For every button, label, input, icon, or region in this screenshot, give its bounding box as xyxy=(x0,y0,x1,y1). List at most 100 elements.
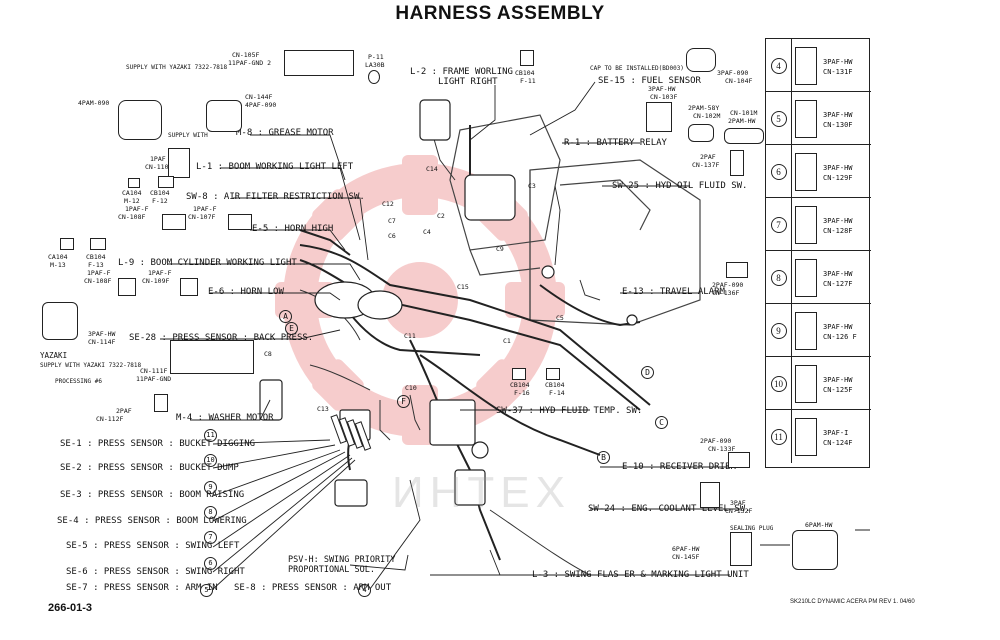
cn101m-label: CN-101M xyxy=(730,109,758,117)
callout-se5: SE-5 : PRESS SENSOR : SWING LEFT xyxy=(66,541,240,551)
panel-connector-5 xyxy=(795,100,817,138)
callout-m8: M-8 : GREASE MOTOR xyxy=(236,128,334,138)
panel-l2-4: CN-131F xyxy=(823,68,853,76)
supply-yazaki2-label: SUPPLY WITH YAZAKI 7322-7818 xyxy=(40,362,142,369)
f12-label: F-12 xyxy=(152,197,168,205)
paff2-label: 1PAF-F xyxy=(193,205,217,213)
mark-c15: C15 xyxy=(457,283,469,291)
paff1-label: 1PAF-F xyxy=(125,205,149,213)
connector-cn103f xyxy=(646,102,672,132)
cn103f-label: CN-103F xyxy=(650,93,678,101)
panel-l2-7: CN-128F xyxy=(823,227,853,235)
callout-e13: E-13 : TRAVEL ALARM xyxy=(622,287,725,297)
cn107f-label: CN-107F xyxy=(188,213,216,221)
connector-cn104f xyxy=(686,48,716,72)
panel-connector-7 xyxy=(795,206,817,244)
paf090-104-label: 3PAF-090 xyxy=(717,69,749,77)
callout-e10: E-10 : RECEIVER DRIER xyxy=(622,462,736,472)
panel-row-10: 10 3PAF-HW CN-125F xyxy=(766,357,871,410)
callout-sw8: SW-8 : AIR FILTER RESTRICTION SW. xyxy=(186,192,365,202)
cn109f-label: CN-109F xyxy=(142,277,170,285)
panel-num-11: 11 xyxy=(770,428,787,445)
cn108f-label: CN-108F xyxy=(118,213,146,221)
mark-c13: C13 xyxy=(317,405,329,413)
mark-c1: C1 xyxy=(503,337,511,345)
mark-c6: C6 xyxy=(388,232,396,240)
connector-cn145f xyxy=(730,532,752,566)
connector-cn108f-2 xyxy=(118,278,136,296)
f13-label: F-13 xyxy=(88,261,104,269)
gnd11-label: 11PAF-GND xyxy=(136,375,172,383)
f11-label: F-11 xyxy=(520,77,536,85)
watermark-text: ИНТЕХ xyxy=(392,468,571,517)
connector-cn110f xyxy=(168,148,190,178)
connector-cn108f xyxy=(162,214,186,230)
panel-l1-8: 3PAF-HW xyxy=(823,270,853,278)
callout-l2-line1: L-2 : FRAME WORLING xyxy=(410,67,513,77)
callout-l3: L-3 : SWING FLAS ER & MARKING LIGHT UNIT xyxy=(532,570,749,580)
cn111f-label: CN-111F xyxy=(140,367,168,375)
circled-8: 8 xyxy=(204,506,217,519)
ca104-label: CA104 xyxy=(122,189,142,197)
panel-row-9: 9 3PAF-HW CN-126 F xyxy=(766,304,871,357)
panel-l1-11: 3PAF-I xyxy=(823,429,849,437)
panel-num-4: 4 xyxy=(770,57,787,74)
letter-e: E xyxy=(285,322,298,335)
mark-c14: C14 xyxy=(426,165,438,173)
callout-se4: SE-4 : PRESS SENSOR : BOOM LOWERING xyxy=(57,516,247,526)
connector-cb104-f11 xyxy=(520,50,534,66)
twopaf-137-label: 2PAF xyxy=(700,153,716,161)
cn112f-label: CN-112F xyxy=(96,415,124,423)
panel-row-11: 11 3PAF-I CN-124F xyxy=(766,410,871,463)
callout-psvh-1: PSV-H: SWING PRIORITY xyxy=(288,555,396,565)
supply-with-label: SUPPLY WITH xyxy=(168,132,208,139)
panel-connector-8 xyxy=(795,259,817,297)
paf090-133-label: 2PAF-090 xyxy=(700,437,732,445)
pam58y-label: 2PAM-58Y xyxy=(688,104,720,112)
callout-se6: SE-6 : PRESS SENSOR : SWING RIGHT xyxy=(66,567,245,577)
pam-hw-2-label: 2PAM-HW xyxy=(728,117,756,125)
connector-cn114f xyxy=(42,302,78,340)
f14-label: F-14 xyxy=(549,389,565,397)
connector-4pam090 xyxy=(118,100,162,140)
callout-se2: SE-2 : PRESS SENSOR : BUCKET DUMP xyxy=(60,463,239,473)
paf-hw-6-label: 6PAF-HW xyxy=(672,545,700,553)
letter-d: D xyxy=(641,366,654,379)
cn132f-label: CN-132F xyxy=(725,507,753,515)
m12-label: M-12 xyxy=(124,197,140,205)
connector-cn101m xyxy=(724,128,764,144)
onepaf-label: 1PAF xyxy=(150,155,166,163)
circled-6: 6 xyxy=(204,557,217,570)
cn104f-label: CN-104F xyxy=(725,77,753,85)
paf090-136-label: 2PAF-090 xyxy=(712,281,744,289)
connector-sketches xyxy=(760,529,870,546)
circled-10: 10 xyxy=(204,454,217,467)
paff3-label: 1PAF-F xyxy=(87,269,111,277)
callout-se7: SE-7 : PRESS SENSOR : ARM IN xyxy=(66,583,218,593)
connector-ca104 xyxy=(128,178,140,188)
mark-c9: C9 xyxy=(496,245,504,253)
panel-l2-6: CN-129F xyxy=(823,174,853,182)
circled-9: 9 xyxy=(204,481,217,494)
panel-num-6: 6 xyxy=(770,163,787,180)
mark-c5: C5 xyxy=(556,314,564,322)
callout-e6: E-6 : HORN LOW xyxy=(208,287,284,297)
page-number: 266-01-3 xyxy=(48,602,93,614)
page-title: HARNESS ASSEMBLY xyxy=(395,3,605,24)
panel-num-8: 8 xyxy=(770,269,787,286)
mark-c3: C3 xyxy=(528,182,536,190)
connector-ca104-m13 xyxy=(60,238,74,250)
panel-connector-4 xyxy=(795,47,817,85)
cn137f-label: CN-137F xyxy=(692,161,720,169)
connector-cn132f xyxy=(700,482,720,508)
panel-connector-9 xyxy=(795,312,817,350)
panel-num-10: 10 xyxy=(770,375,787,392)
f16-label: F-16 xyxy=(514,389,530,397)
panel-row-5: 5 3PAF-HW CN-130F xyxy=(766,92,871,145)
connector-p11 xyxy=(368,70,380,84)
paf090-4-label: 4PAF-090 xyxy=(245,101,277,109)
paf-hw-103-label: 3PAF-HW xyxy=(648,85,676,93)
connector-cn109f xyxy=(180,278,198,296)
mark-c10: C10 xyxy=(405,384,417,392)
